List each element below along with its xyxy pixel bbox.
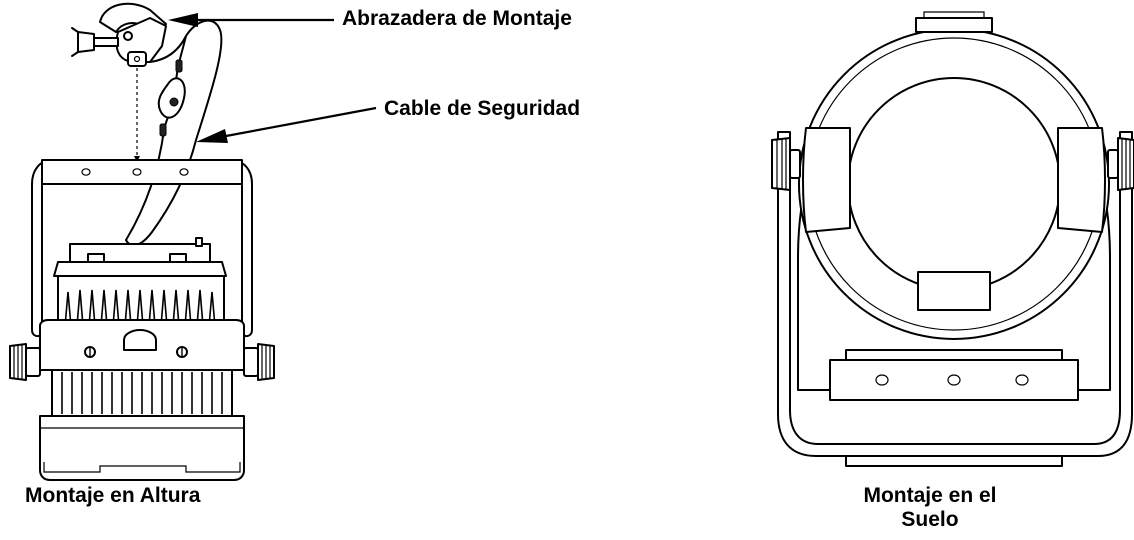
right-knob	[243, 343, 275, 381]
safety-cable-label: Cable de Seguridad	[384, 97, 581, 120]
hanging-mount-caption: Montaje en Altura	[25, 484, 201, 507]
left-knob	[9, 343, 41, 381]
clamp-leader-arrow	[168, 13, 334, 27]
floor-fixture-illustration	[771, 11, 1134, 467]
floor-mount-caption: Montaje en el Suelo	[863, 484, 997, 531]
floor-right-knob	[1107, 137, 1134, 191]
cable-leader-arrow	[196, 106, 377, 143]
mounting-clamp-label: Abrazadera de Montaje	[342, 7, 572, 30]
floor-yoke	[777, 131, 1133, 457]
floor-left-knob	[771, 137, 801, 191]
safety-cable-illustration	[125, 19, 223, 247]
mounting-clamp-illustration	[71, 2, 167, 67]
hanging-fixture-illustration	[9, 2, 275, 481]
